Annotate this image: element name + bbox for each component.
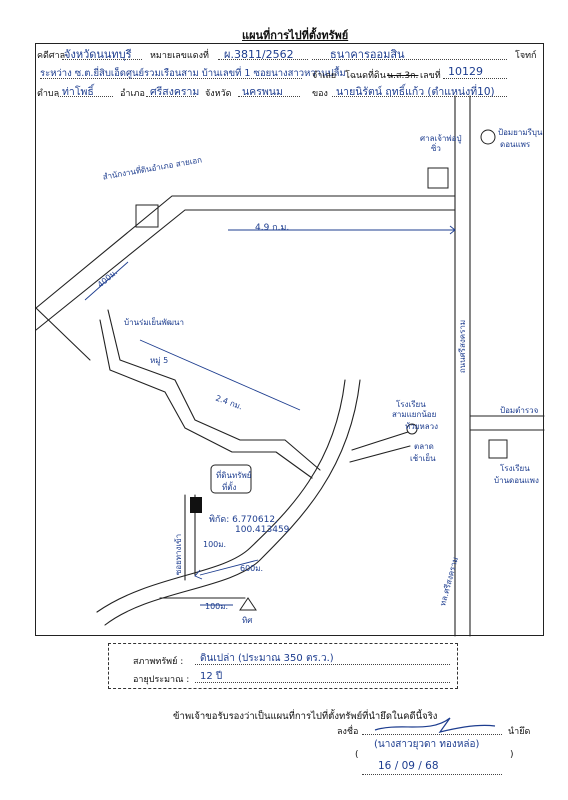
property-tag-box bbox=[210, 464, 252, 494]
side-road bbox=[35, 307, 91, 361]
gas-station-label: ป้อมยามรีบุน bbox=[498, 128, 543, 137]
district-value: ศรีสงคราม bbox=[150, 86, 200, 98]
shrine-box bbox=[427, 167, 449, 189]
hospital-label: โรงเรียน bbox=[500, 464, 530, 473]
owner-value: นายนิรัตน์ ฤทธิ์แก้ว (ตำแหน่งที่10) bbox=[336, 86, 495, 98]
market-sub: เช้าเย็น bbox=[410, 454, 436, 463]
north-marker bbox=[239, 597, 257, 611]
gas-station-sub: ดอนแพร bbox=[500, 140, 531, 149]
condition-label: สภาพทรัพย์ : bbox=[133, 657, 184, 667]
signature bbox=[374, 717, 496, 733]
village-road-label: บ้านร่มเย็นพัฒนา bbox=[124, 318, 184, 327]
defendant-label: จำเลย bbox=[312, 71, 337, 81]
age-label: อายุประมาณ : bbox=[133, 675, 190, 685]
distance-600: 600ม. bbox=[240, 564, 264, 573]
diagonal-road-lower bbox=[35, 209, 216, 331]
highway-label: ถนนศรีสงคราม bbox=[458, 319, 468, 374]
property-sub: ที่ตั้ง bbox=[222, 483, 237, 492]
deed-no-value: 10129 bbox=[448, 65, 483, 78]
deed-label: โฉนดที่ดิน bbox=[345, 71, 386, 81]
plaintiff-label: โจทก์ bbox=[515, 51, 537, 61]
school-branch-a bbox=[351, 431, 409, 451]
age-value: 12 ปี bbox=[200, 671, 223, 682]
school-sub-2: ห้วยหลวง bbox=[405, 422, 439, 431]
black-case-value: ผ.3811/2562 bbox=[224, 48, 294, 61]
distance-100b: 100ม. bbox=[205, 602, 229, 611]
property-status-box bbox=[108, 643, 458, 689]
arrow-400 bbox=[84, 261, 129, 301]
arrow-600 bbox=[199, 559, 259, 576]
role-label: นำยึด bbox=[508, 727, 531, 737]
school-label: โรงเรียน bbox=[396, 400, 426, 409]
school-circle bbox=[406, 423, 418, 435]
hospital-box bbox=[488, 439, 508, 459]
deed-no-label: เลขที่ bbox=[420, 71, 441, 81]
diagonal-road-upper bbox=[35, 195, 216, 309]
subdistrict-label: ตำบล bbox=[37, 89, 60, 99]
police-post-label: ป้อมตำรวจ bbox=[500, 406, 539, 415]
deed-prefix: น.ส.3ก. bbox=[387, 71, 419, 81]
date-value: 16 / 09 / 68 bbox=[378, 760, 439, 772]
school-sub: สามแยกน้อย bbox=[392, 410, 437, 419]
address-value: ระหว่าง ซ.ต.ยี่สิบเอ็ดศูนย์รวมเรือนสาม บ… bbox=[40, 68, 346, 79]
arrow-24 bbox=[139, 339, 301, 411]
shrine-sub: ซิ่ว bbox=[431, 144, 441, 153]
condition-value: ดินเปล่า (ประมาณ 350 ตร.ว.) bbox=[200, 653, 334, 664]
province-label: จังหวัด bbox=[205, 89, 232, 99]
north-label: ทิศ bbox=[242, 616, 253, 625]
coords-label-2: 100.413459 bbox=[235, 525, 290, 535]
district-label: อำเภอ bbox=[120, 89, 145, 99]
subdistrict-value: ท่าโพธิ์ bbox=[62, 86, 94, 98]
school-branch-b bbox=[349, 445, 411, 463]
gas-station-circle bbox=[480, 129, 496, 145]
village-road-a bbox=[107, 309, 321, 471]
village-road-label-2: หมู่ 5 bbox=[150, 356, 169, 365]
bank-value: ธนาคารออมสิน bbox=[330, 48, 405, 61]
certify-text: ข้าพเจ้าขอรับรองว่าเป็นแผนที่การไปที่ตั้… bbox=[173, 711, 438, 722]
property-label: ที่ดินทรัพย์ bbox=[216, 471, 252, 480]
shrine-label: ศาลเจ้าพ่อปู่ bbox=[420, 134, 462, 143]
court-label: คดีศาล bbox=[37, 51, 66, 61]
province-value: นครพนม bbox=[242, 86, 283, 98]
distance-main: 4.9 ก.ม. bbox=[255, 223, 290, 233]
map-frame bbox=[35, 43, 544, 636]
village-road-b bbox=[99, 319, 313, 479]
property-marker bbox=[190, 497, 202, 513]
sign-label: ลงชื่อ bbox=[337, 727, 359, 737]
curve-road-a bbox=[104, 379, 361, 626]
black-case-label: หมายเลขแดงที่ bbox=[150, 51, 209, 61]
distance-100: 100ม. bbox=[203, 540, 227, 549]
hospital-sub: บ้านดอนแพง bbox=[494, 476, 539, 485]
signer-name: (นางสาวยุวดา ทองหล่อ) bbox=[374, 739, 480, 750]
market-label: ตลาด bbox=[414, 442, 434, 451]
page-title: แผนที่การไปที่ตั้งทรัพย์ bbox=[242, 29, 349, 42]
lane-road-name: ซอยทางเข้า bbox=[174, 533, 184, 576]
coords-label: พิกัด: 6.770612, bbox=[209, 515, 278, 525]
court-value: จังหวัดนนทบุรี bbox=[64, 48, 132, 61]
owner-label: ของ bbox=[312, 89, 328, 99]
district-office-box bbox=[135, 204, 159, 228]
curve-road-b bbox=[96, 379, 346, 613]
